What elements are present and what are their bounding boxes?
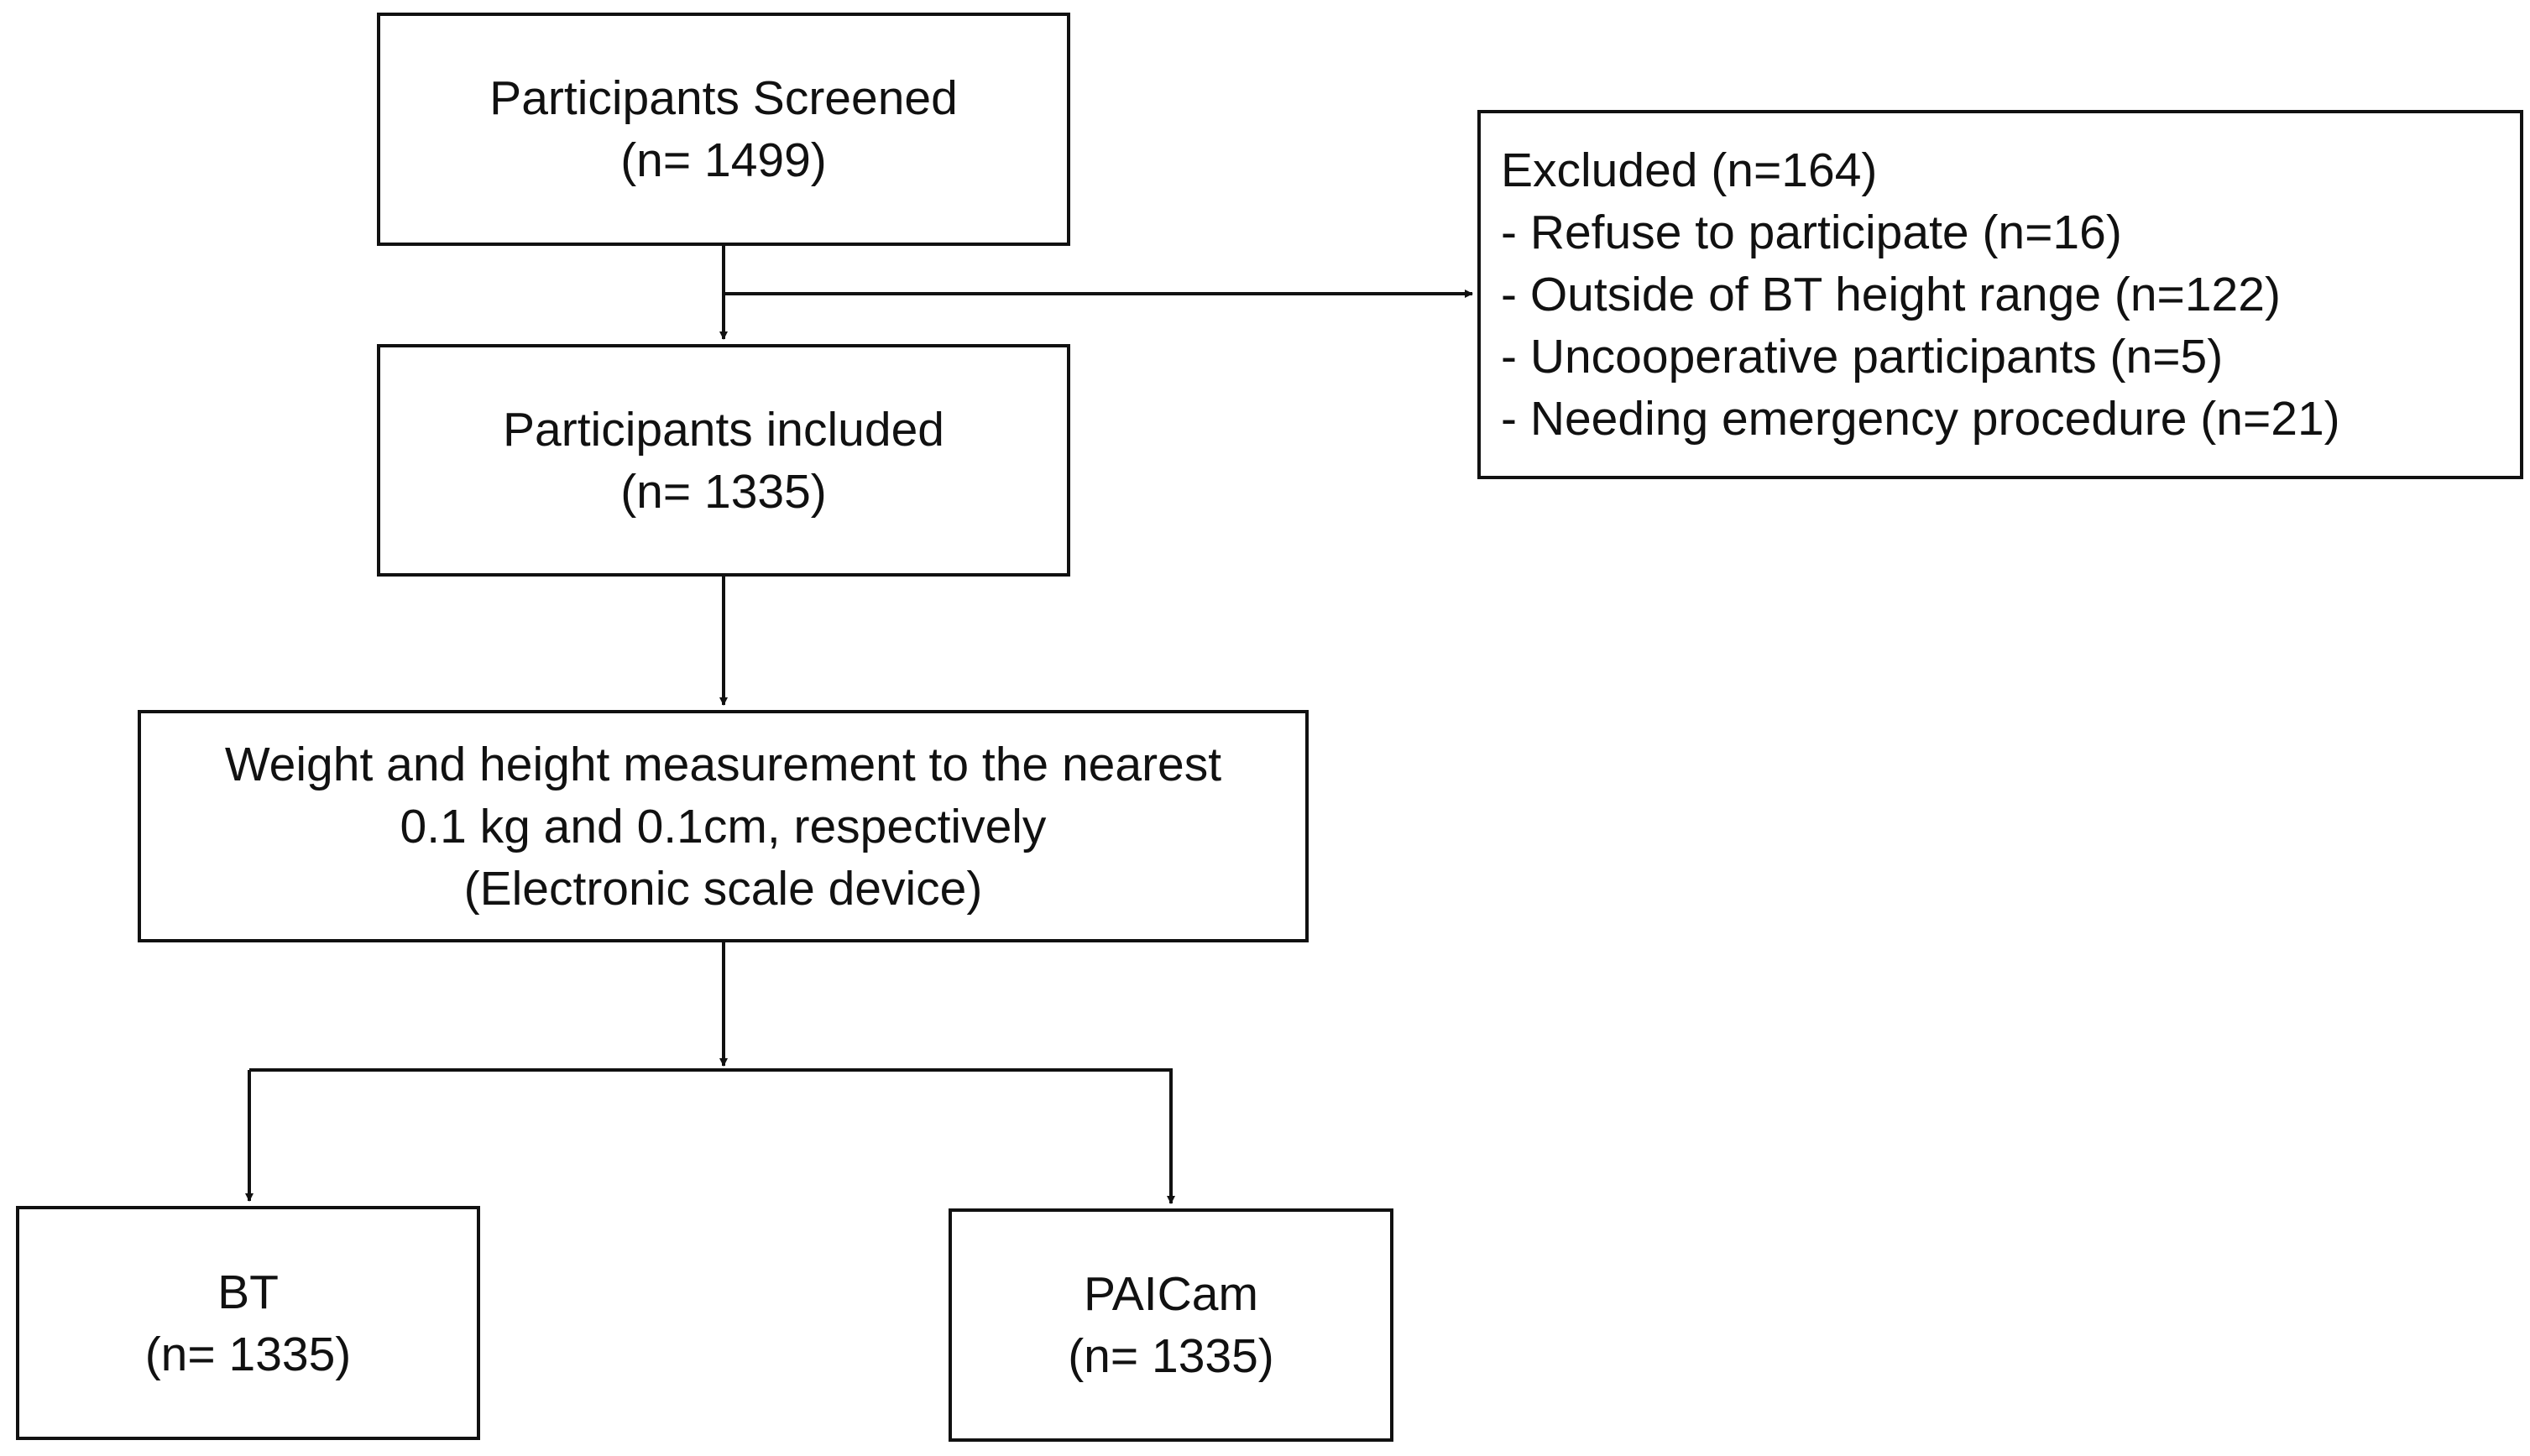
node-line: - Uncooperative participants (n=5) bbox=[1501, 330, 2224, 384]
node-line: (n= 1499) bbox=[620, 133, 827, 187]
node-participants-screened: Participants Screened (n= 1499) bbox=[377, 13, 1070, 246]
node-line: PAICam bbox=[1084, 1267, 1258, 1321]
node-line: Participants included bbox=[503, 402, 944, 457]
node-paicam: PAICam (n= 1335) bbox=[949, 1208, 1393, 1442]
node-line: (n= 1335) bbox=[1068, 1329, 1274, 1383]
node-line: (n= 1335) bbox=[620, 464, 827, 519]
node-line: Participants Screened bbox=[489, 71, 958, 125]
node-line: Weight and height measurement to the nea… bbox=[224, 737, 1222, 791]
node-participants-included: Participants included (n= 1335) bbox=[377, 344, 1070, 577]
node-line: 0.1 kg and 0.1cm, respectively bbox=[400, 799, 1047, 853]
node-line: (Electronic scale device) bbox=[463, 861, 983, 916]
node-line: - Needing emergency procedure (n=21) bbox=[1501, 392, 2340, 446]
node-measurement: Weight and height measurement to the nea… bbox=[138, 710, 1309, 942]
node-line: - Refuse to participate (n=16) bbox=[1501, 206, 2122, 259]
node-line: (n= 1335) bbox=[144, 1327, 352, 1381]
node-line: BT bbox=[217, 1265, 279, 1319]
node-excluded: Excluded (n=164) - Refuse to participate… bbox=[1477, 110, 2523, 479]
node-line: - Outside of BT height range (n=122) bbox=[1501, 268, 2281, 321]
node-line: Excluded (n=164) bbox=[1501, 144, 1878, 197]
node-bt: BT (n= 1335) bbox=[16, 1206, 480, 1440]
